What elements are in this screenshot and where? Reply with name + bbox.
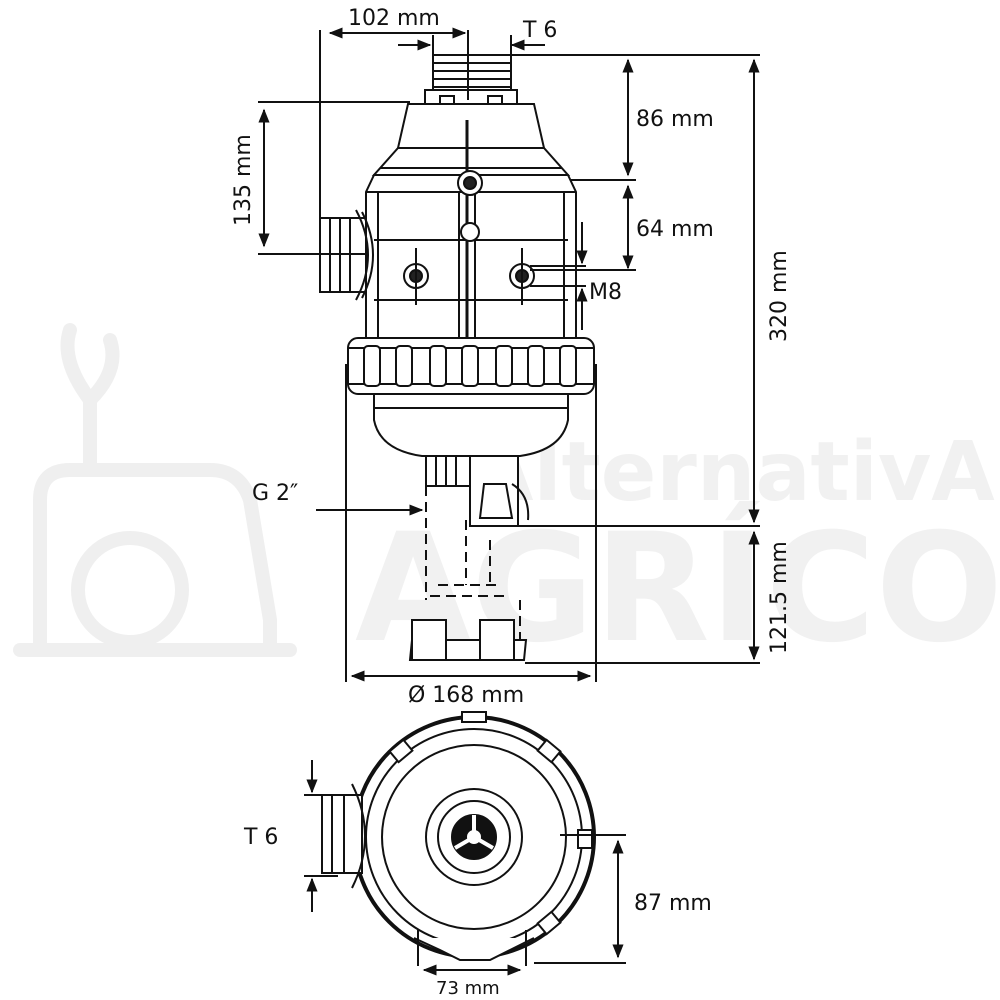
dim-diameter: Ø 168 mm <box>408 683 524 708</box>
side-port-top-view <box>321 783 366 889</box>
dim-top-thread: T 6 <box>522 18 557 43</box>
dimension-lines <box>258 27 760 976</box>
dim-bolt: M8 <box>589 280 622 305</box>
bolt-head-top <box>457 170 483 196</box>
dim-upper-height: 86 mm <box>636 107 714 132</box>
top-outlet-connector <box>424 54 518 105</box>
center-knob <box>451 814 497 860</box>
dim-bowl-extension: 121.5 mm <box>767 541 792 654</box>
dim-total-height: 320 mm <box>767 250 792 342</box>
ring-nut <box>347 337 595 395</box>
dim-side-thread: T 6 <box>243 825 278 850</box>
filter-top-view <box>321 711 596 966</box>
filter-front-view <box>319 54 595 661</box>
base-feet <box>413 930 535 966</box>
bolt-head-right <box>509 248 535 305</box>
bolt-head-left <box>403 248 429 305</box>
extended-bowl-phantom <box>425 486 521 640</box>
dim-side-height: 135 mm <box>231 134 256 226</box>
dim-mid-height: 64 mm <box>636 217 714 242</box>
dim-top-width: 102 mm <box>348 6 440 31</box>
dimension-labels: 102 mm T 6 86 mm 64 mm M8 135 mm 320 mm … <box>231 6 792 999</box>
extended-drain-phantom <box>408 619 528 661</box>
tractor-logo-icon <box>13 323 297 657</box>
dim-outlet-offset: 87 mm <box>634 891 712 916</box>
dim-base-width: 73 mm <box>436 978 500 999</box>
drain-valve <box>425 455 530 527</box>
dim-drain-thread: G 2″ <box>252 481 298 506</box>
